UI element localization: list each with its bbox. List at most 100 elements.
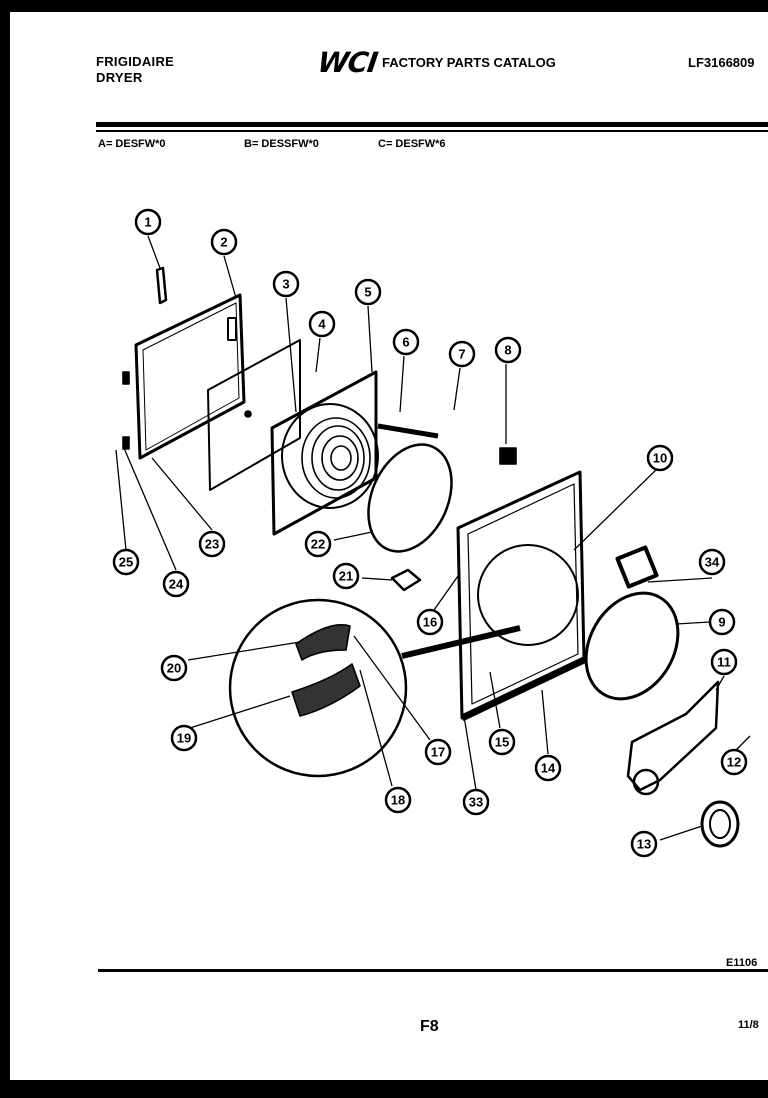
catalog-date: 11/8 xyxy=(738,1019,759,1031)
callout-17: 17 xyxy=(424,738,452,766)
door-handle xyxy=(155,266,168,305)
svg-text:2: 2 xyxy=(220,235,227,250)
drum-bearing xyxy=(700,800,740,848)
callout-16: 16 xyxy=(416,608,444,636)
callout-23: 23 xyxy=(198,530,226,558)
svg-text:10: 10 xyxy=(653,451,667,466)
callout-5: 5 xyxy=(354,278,382,306)
porthole-ring-1 xyxy=(301,417,371,499)
door-seal-ring xyxy=(367,443,453,553)
callout-7: 7 xyxy=(448,340,476,368)
svg-text:34: 34 xyxy=(705,555,720,570)
callout-34: 34 xyxy=(698,548,726,576)
svg-text:24: 24 xyxy=(169,577,184,592)
front-panel-inner xyxy=(467,483,579,705)
svg-text:13: 13 xyxy=(637,837,651,852)
catalog-title: FACTORY PARTS CATALOG xyxy=(382,55,556,70)
door-switch xyxy=(615,545,659,589)
header-brand-block: FRIGIDAIRE DRYER xyxy=(96,54,174,86)
svg-text:8: 8 xyxy=(504,343,511,358)
latch-part xyxy=(390,568,422,592)
duct-hole xyxy=(632,768,660,796)
svg-text:20: 20 xyxy=(167,661,181,676)
callout-9: 9 xyxy=(708,608,736,636)
drum-seal-ring xyxy=(584,591,680,701)
hinge-upper xyxy=(122,371,130,385)
callout-8: 8 xyxy=(494,336,522,364)
porthole-ring-4 xyxy=(330,445,352,471)
drum-bearing-inner xyxy=(709,809,731,839)
footer-rule xyxy=(98,969,768,972)
callout-15: 15 xyxy=(488,728,516,756)
svg-text:23: 23 xyxy=(205,537,219,552)
door-outer-inner-edge xyxy=(142,302,240,451)
brand-name: FRIGIDAIRE xyxy=(96,54,175,69)
svg-text:7: 7 xyxy=(458,347,465,362)
svg-text:14: 14 xyxy=(541,761,556,776)
svg-text:4: 4 xyxy=(318,317,326,332)
svg-text:5: 5 xyxy=(364,285,371,300)
magnifier-connector xyxy=(401,625,521,659)
porthole-ring-2 xyxy=(311,425,365,491)
callout-11: 11 xyxy=(710,648,738,676)
handle-bracket xyxy=(227,317,237,341)
header-rule-thin xyxy=(96,130,768,132)
model-b: B= DESSFW*0 xyxy=(244,138,319,150)
detail-magnifier xyxy=(228,598,408,778)
callout-25: 25 xyxy=(112,548,140,576)
svg-text:17: 17 xyxy=(431,745,445,760)
svg-text:9: 9 xyxy=(718,615,725,630)
callout-12: 12 xyxy=(720,748,748,776)
page-number: F8 xyxy=(420,1018,439,1035)
svg-text:6: 6 xyxy=(402,335,409,350)
wci-logo: WCI xyxy=(315,46,380,79)
front-panel-bottom-strip xyxy=(460,656,586,722)
door-catch xyxy=(377,423,439,439)
svg-text:16: 16 xyxy=(423,615,437,630)
left-scan-border xyxy=(0,0,10,1098)
door-outer-panel xyxy=(134,293,246,460)
callout-22: 22 xyxy=(304,530,332,558)
callout-13: 13 xyxy=(630,830,658,858)
svg-text:25: 25 xyxy=(119,555,133,570)
top-scan-border xyxy=(0,0,768,12)
porthole-outer xyxy=(281,403,379,509)
header-rule xyxy=(96,122,768,127)
model-a: A= DESFW*0 xyxy=(98,138,166,150)
svg-text:33: 33 xyxy=(469,795,483,810)
callout-19: 19 xyxy=(170,724,198,752)
door-inner-panel xyxy=(207,339,301,491)
svg-text:11: 11 xyxy=(717,655,731,670)
svg-text:12: 12 xyxy=(727,755,741,770)
callout-14: 14 xyxy=(534,754,562,782)
callout-21: 21 xyxy=(332,562,360,590)
hinge-lower xyxy=(122,436,130,450)
svg-text:18: 18 xyxy=(391,793,405,808)
callout-6: 6 xyxy=(392,328,420,356)
detail-part-lower xyxy=(291,663,361,717)
svg-text:3: 3 xyxy=(282,277,289,292)
door-strike xyxy=(499,447,517,465)
svg-text:19: 19 xyxy=(177,731,191,746)
svg-text:22: 22 xyxy=(311,537,325,552)
callout-3: 3 xyxy=(272,270,300,298)
callout-18: 18 xyxy=(384,786,412,814)
bottom-scan-border xyxy=(0,1080,768,1098)
callout-10: 10 xyxy=(646,444,674,472)
catalog-number: LF3166809 xyxy=(688,55,755,70)
lint-duct xyxy=(626,680,720,792)
callout-1: 1 xyxy=(134,208,162,236)
svg-text:1: 1 xyxy=(144,215,151,230)
svg-text:15: 15 xyxy=(495,735,509,750)
detail-part-upper xyxy=(295,624,351,661)
model-c: C= DESFW*6 xyxy=(378,138,446,150)
porthole-ring-3 xyxy=(321,435,359,481)
callout-2: 2 xyxy=(210,228,238,256)
exploded-parts-diagram: 1 2 3 4 5 6 7 8 10 34 9 11 12 13 14 15 1… xyxy=(112,208,751,858)
callout-4: 4 xyxy=(308,310,336,338)
callout-33: 33 xyxy=(462,788,490,816)
front-panel-opening xyxy=(477,544,579,646)
figure-code: E1106 xyxy=(726,957,758,969)
door-liner xyxy=(270,370,378,536)
product-name: DRYER xyxy=(96,70,143,85)
